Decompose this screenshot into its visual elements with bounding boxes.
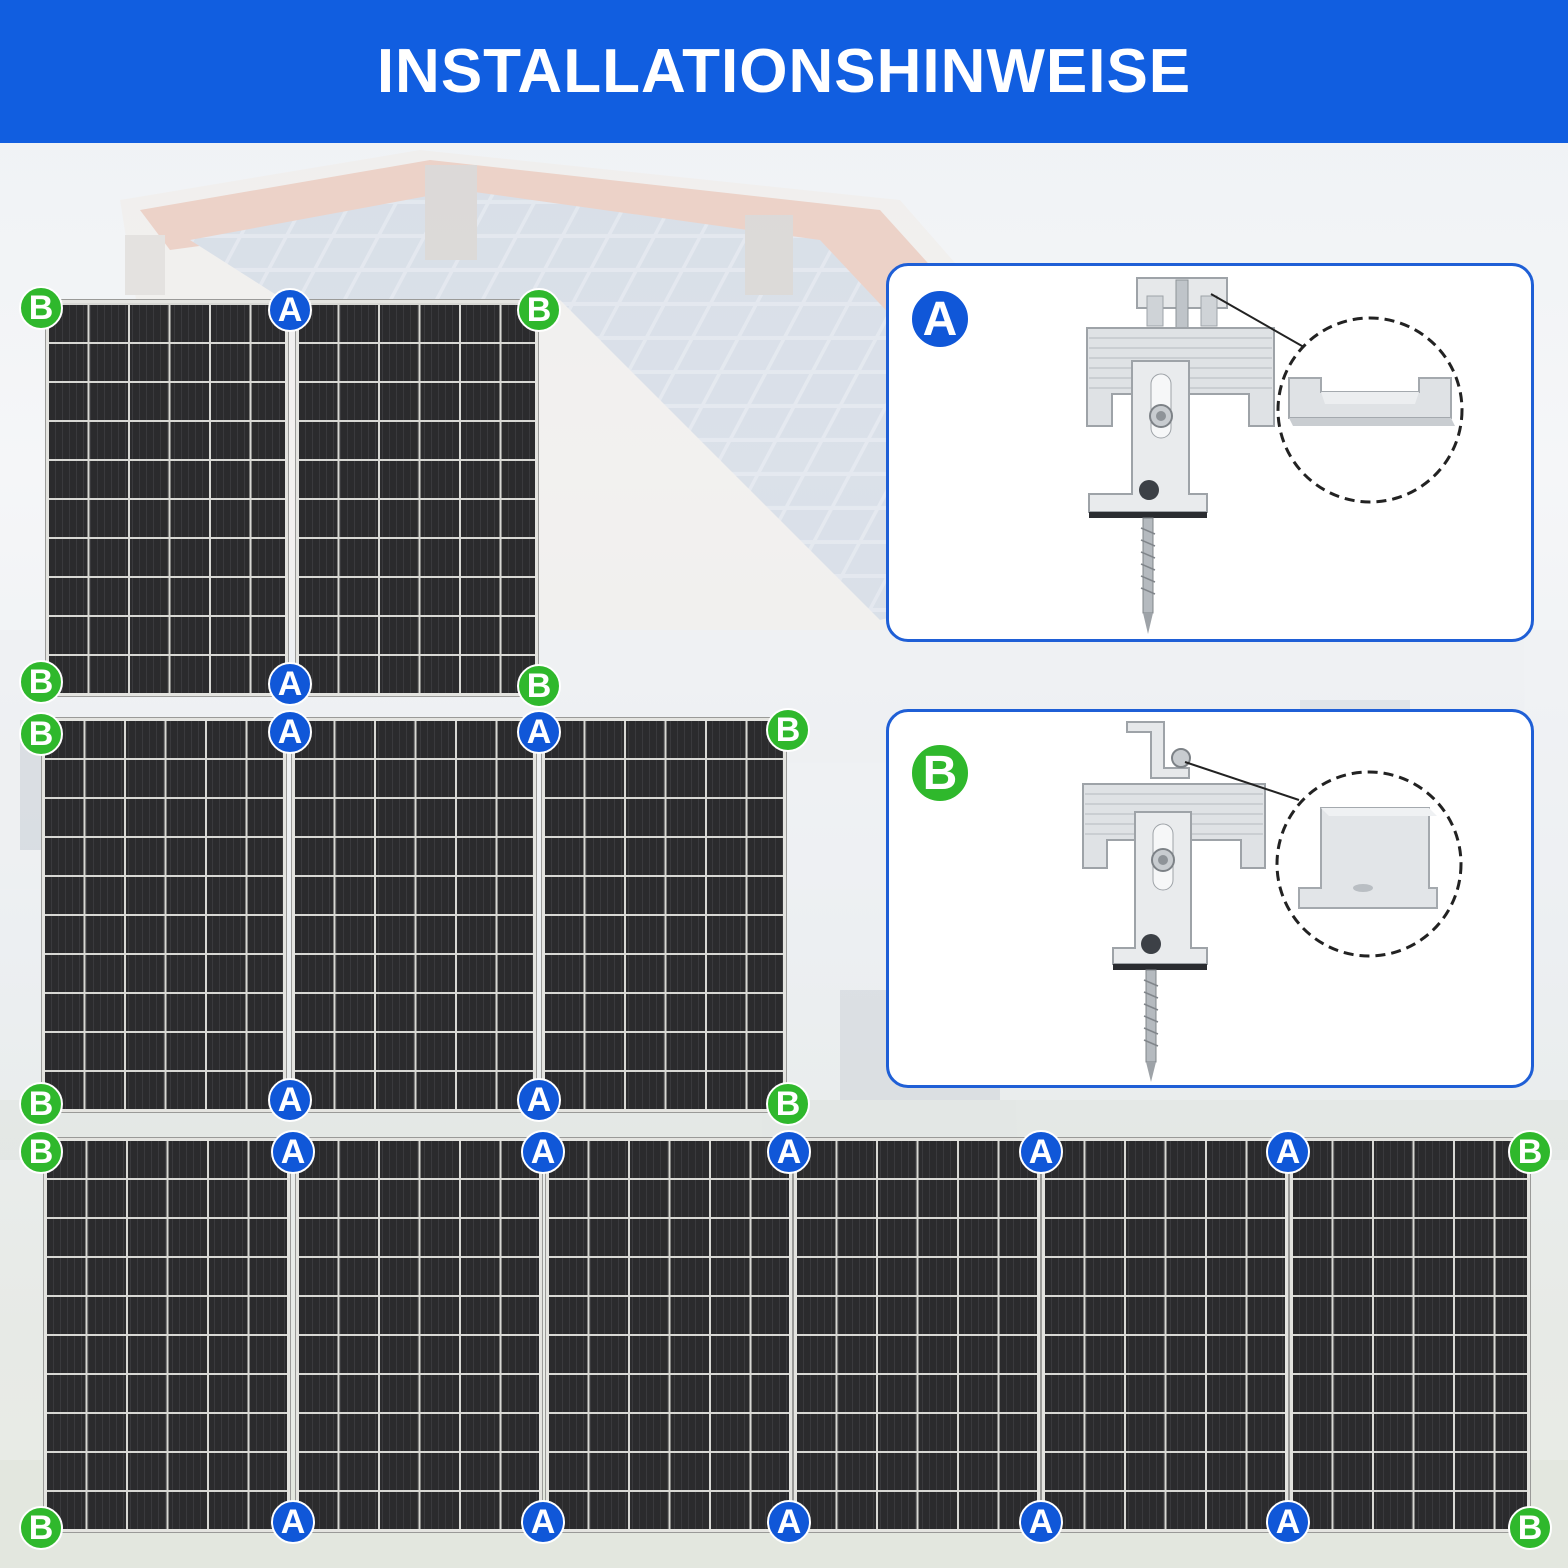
end-clamp-marker: B bbox=[19, 1082, 63, 1126]
end-clamp-card: B bbox=[886, 709, 1534, 1088]
mid-clamp-card: A bbox=[886, 263, 1534, 642]
mid-clamp-marker: A bbox=[268, 288, 312, 332]
end-clamp-marker: B bbox=[19, 1506, 63, 1550]
end-clamp-marker: B bbox=[1508, 1130, 1552, 1174]
end-clamp-marker: B bbox=[517, 288, 561, 332]
mid-clamp-marker: A bbox=[268, 1078, 312, 1122]
mid-clamp-marker: A bbox=[517, 1078, 561, 1122]
mid-clamp-marker: A bbox=[1019, 1500, 1063, 1544]
solar-panel bbox=[794, 1138, 1040, 1532]
solar-panel bbox=[292, 718, 536, 1112]
end-clamp-illustration bbox=[1082, 721, 1463, 1082]
mid-clamp-marker: A bbox=[767, 1130, 811, 1174]
solar-panel bbox=[296, 1138, 542, 1532]
solar-panel bbox=[44, 1138, 290, 1532]
solar-panel bbox=[542, 718, 786, 1112]
end-clamp-marker: B bbox=[19, 660, 63, 704]
header-banner: INSTALLATIONSHINWEISE bbox=[0, 0, 1568, 143]
solar-panel bbox=[42, 718, 286, 1112]
page-title: INSTALLATIONSHINWEISE bbox=[376, 37, 1192, 106]
end-clamp-marker: B bbox=[1508, 1506, 1552, 1550]
mid-clamp-marker: A bbox=[268, 662, 312, 706]
end-clamp-marker: B bbox=[517, 664, 561, 708]
mid-clamp-marker: A bbox=[271, 1500, 315, 1544]
solar-panel bbox=[1042, 1138, 1288, 1532]
end-clamp-card-marker: B bbox=[909, 742, 971, 804]
mid-clamp-marker: A bbox=[271, 1130, 315, 1174]
mid-clamp-marker: A bbox=[767, 1500, 811, 1544]
mid-clamp-marker: A bbox=[517, 710, 561, 754]
solar-panel bbox=[46, 300, 288, 696]
solar-panel bbox=[1290, 1138, 1530, 1532]
end-clamp-marker: B bbox=[19, 712, 63, 756]
mid-clamp-marker: A bbox=[1019, 1130, 1063, 1174]
mid-clamp-marker: A bbox=[268, 710, 312, 754]
end-clamp-marker: B bbox=[19, 1130, 63, 1174]
mid-clamp-illustration bbox=[1086, 277, 1464, 634]
end-clamp-marker: B bbox=[766, 708, 810, 752]
end-clamp-marker: B bbox=[19, 286, 63, 330]
solar-panel bbox=[296, 300, 538, 696]
mid-clamp-card-marker: A bbox=[909, 288, 971, 350]
mid-clamp-marker: A bbox=[1266, 1130, 1310, 1174]
solar-panel bbox=[546, 1138, 792, 1532]
mid-clamp-marker: A bbox=[1266, 1500, 1310, 1544]
end-clamp-marker: B bbox=[766, 1082, 810, 1126]
mid-clamp-marker: A bbox=[521, 1130, 565, 1174]
mid-clamp-marker: A bbox=[521, 1500, 565, 1544]
